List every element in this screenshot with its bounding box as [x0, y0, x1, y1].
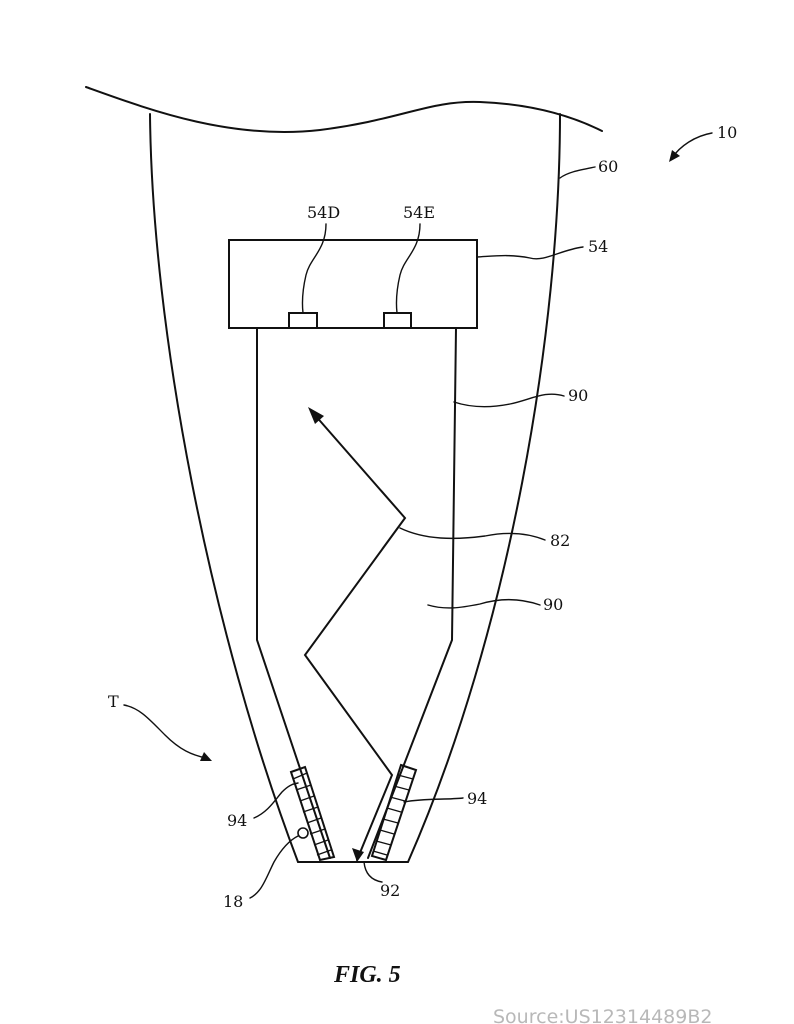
light-guide-outline-right	[367, 327, 457, 859]
leader-94-right	[403, 797, 464, 803]
figure-caption: FIG. 5	[333, 962, 401, 988]
sensor-block	[228, 239, 478, 329]
source-watermark: Source:US12314489B2	[493, 1006, 712, 1024]
leader-92	[363, 861, 383, 883]
label-90-lower: 90	[543, 595, 563, 614]
body-break-line	[85, 86, 603, 133]
label-94-left: 94	[227, 811, 247, 830]
label-82: 82	[550, 531, 570, 550]
label-54e: 54E	[403, 203, 435, 222]
label-18: 18	[223, 892, 243, 911]
label-94-right: 94	[467, 789, 487, 808]
label-60: 60	[598, 157, 618, 176]
leader-82	[399, 527, 546, 541]
leader-54d	[301, 223, 327, 314]
leader-90-upper	[453, 393, 565, 408]
label-t: T	[108, 692, 119, 711]
label-10: 10	[717, 123, 737, 142]
coating-left	[289, 765, 336, 862]
leader-60	[559, 166, 596, 179]
sensor-54e-pad	[383, 312, 412, 329]
leader-90-lower	[427, 598, 541, 609]
light-path-82	[303, 413, 407, 861]
sensor-54d-pad	[288, 312, 318, 329]
light-path-arrowhead-top	[308, 407, 324, 424]
arrowhead-10	[669, 150, 680, 162]
leader-18	[249, 835, 299, 899]
tip-sensor-18	[297, 827, 309, 839]
label-90-upper: 90	[568, 386, 588, 405]
light-path-arrowhead-bottom	[352, 848, 364, 862]
arrowhead-t	[200, 752, 212, 761]
leader-54e	[395, 223, 421, 314]
housing-outline	[149, 113, 561, 863]
label-54: 54	[588, 237, 608, 256]
label-92: 92	[380, 881, 400, 900]
coating-right	[370, 763, 418, 862]
leader-t	[123, 704, 207, 759]
light-guide-outline	[256, 327, 331, 859]
leader-10	[671, 132, 713, 159]
label-54d: 54D	[307, 203, 340, 222]
leader-94-left	[253, 782, 299, 819]
leader-54	[476, 246, 584, 260]
